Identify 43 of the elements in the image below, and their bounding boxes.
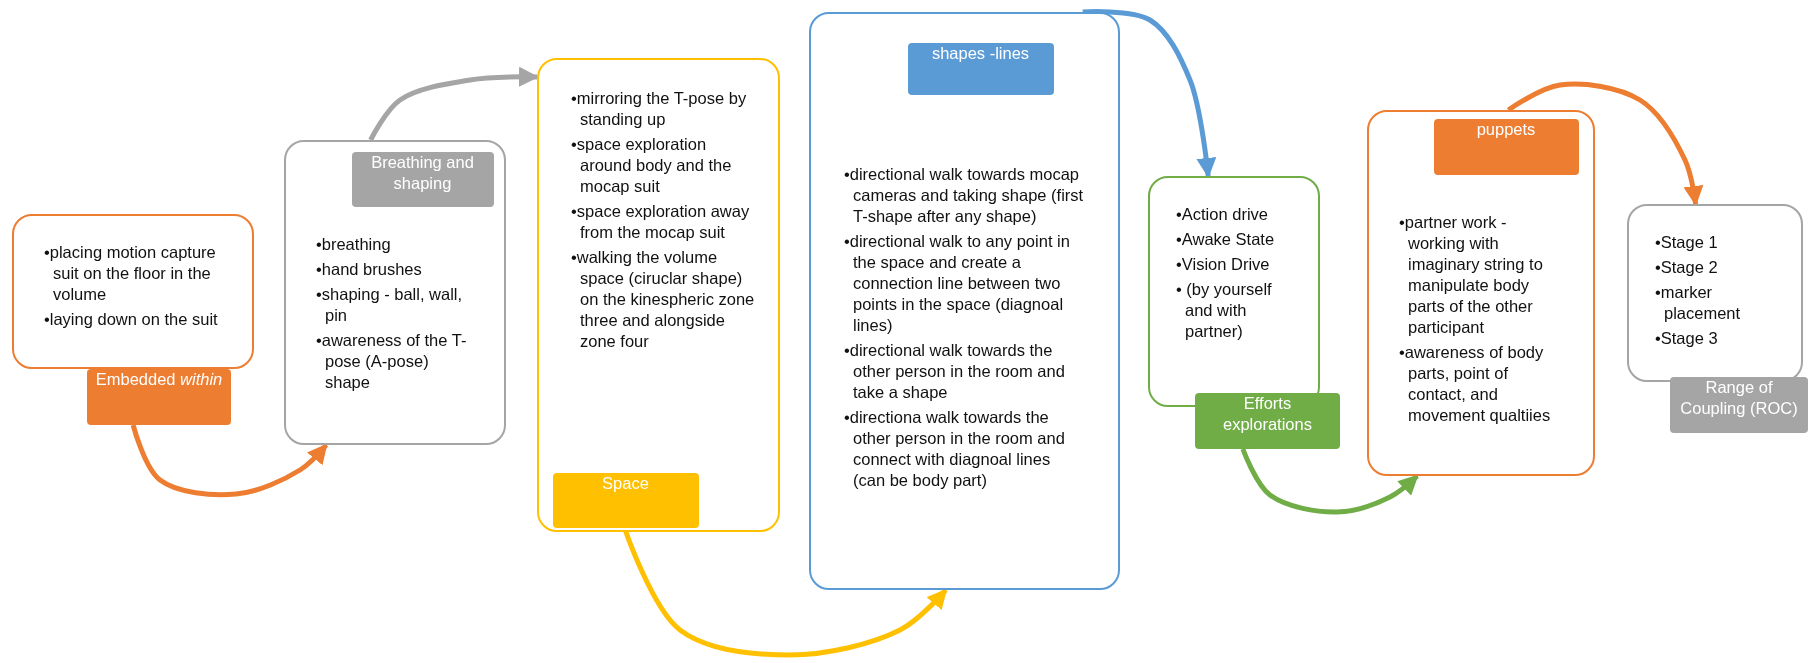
bullet-item: •laying down on the suit: [44, 309, 219, 330]
bullet-item: •marker placement: [1655, 282, 1742, 324]
bullet-item: •Stage 1: [1655, 232, 1719, 253]
bullet-item: •mirroring the T-pose by standing up: [571, 88, 748, 130]
bullet-item: •directional walk towards the other person in the room and take a shape: [844, 340, 1066, 403]
bullet-item: •Action drive: [1176, 204, 1269, 225]
bullet-item: •walking the volume space (ciruclar shape) on the kinespheric zone three and alongside zone four: [571, 247, 756, 352]
step-label: shapes -lines: [907, 42, 1054, 95]
step-card: [1148, 176, 1320, 407]
curved-arrow: [1082, 9, 1217, 178]
bullet-item: •Vision Drive: [1176, 254, 1271, 275]
bullet-item: •shaping - ball, wall, pin: [316, 284, 464, 326]
bullet-item: •awareness of body parts, point of contact, and movement qualtiies: [1399, 342, 1552, 426]
bullet-item: •space exploration around body and the mocap suit: [571, 134, 733, 197]
bullet-item: •directiona walk towards the other person in the room and connect with diagnoal lines (can be body part): [844, 407, 1066, 491]
curved-arrow: [1506, 81, 1704, 206]
step-card: [537, 58, 780, 532]
curved-arrow: [368, 66, 539, 142]
bullet-item: •Stage 3: [1655, 328, 1719, 349]
step-card: [1627, 204, 1803, 382]
bullet-item: •breathing: [316, 234, 392, 255]
bullet-item: •space exploration away from the mocap suit: [571, 201, 751, 243]
step-card: [284, 140, 506, 445]
bullet-item: •partner work - working with imaginary string to manipulate body parts of the other participant: [1399, 212, 1544, 338]
step-label: Range of Coupling (ROC): [1670, 377, 1808, 433]
curved-arrow: [1240, 448, 1419, 515]
step-label: Breathing and shaping: [351, 151, 494, 207]
step-label: Efforts explorations: [1195, 393, 1340, 449]
bullet-item: •hand brushes: [316, 259, 423, 280]
bullet-item: •awareness of the T-pose (A-pose) shape: [316, 330, 468, 393]
step-card: [1367, 110, 1595, 476]
step-label: Space: [552, 472, 699, 528]
step-label: Embedded within: [87, 369, 231, 425]
step-card: [12, 214, 254, 369]
bullet-item: •placing motion capture suit on the floor in the volume: [44, 242, 217, 305]
bullet-item: •directional walk towards mocap cameras and taking shape (first T-shape after any shape): [844, 164, 1084, 227]
curved-arrow: [130, 424, 329, 498]
step-card: [809, 12, 1120, 590]
bullet-item: • (by yourself and with partner): [1176, 279, 1273, 342]
step-label: puppets: [1433, 118, 1579, 175]
bullet-item: •Stage 2: [1655, 257, 1719, 278]
bullet-item: •Awake State: [1176, 229, 1276, 250]
bullet-item: •directional walk to any point in the space and create a connection line between two points in the space (diagnoal lines): [844, 231, 1071, 336]
